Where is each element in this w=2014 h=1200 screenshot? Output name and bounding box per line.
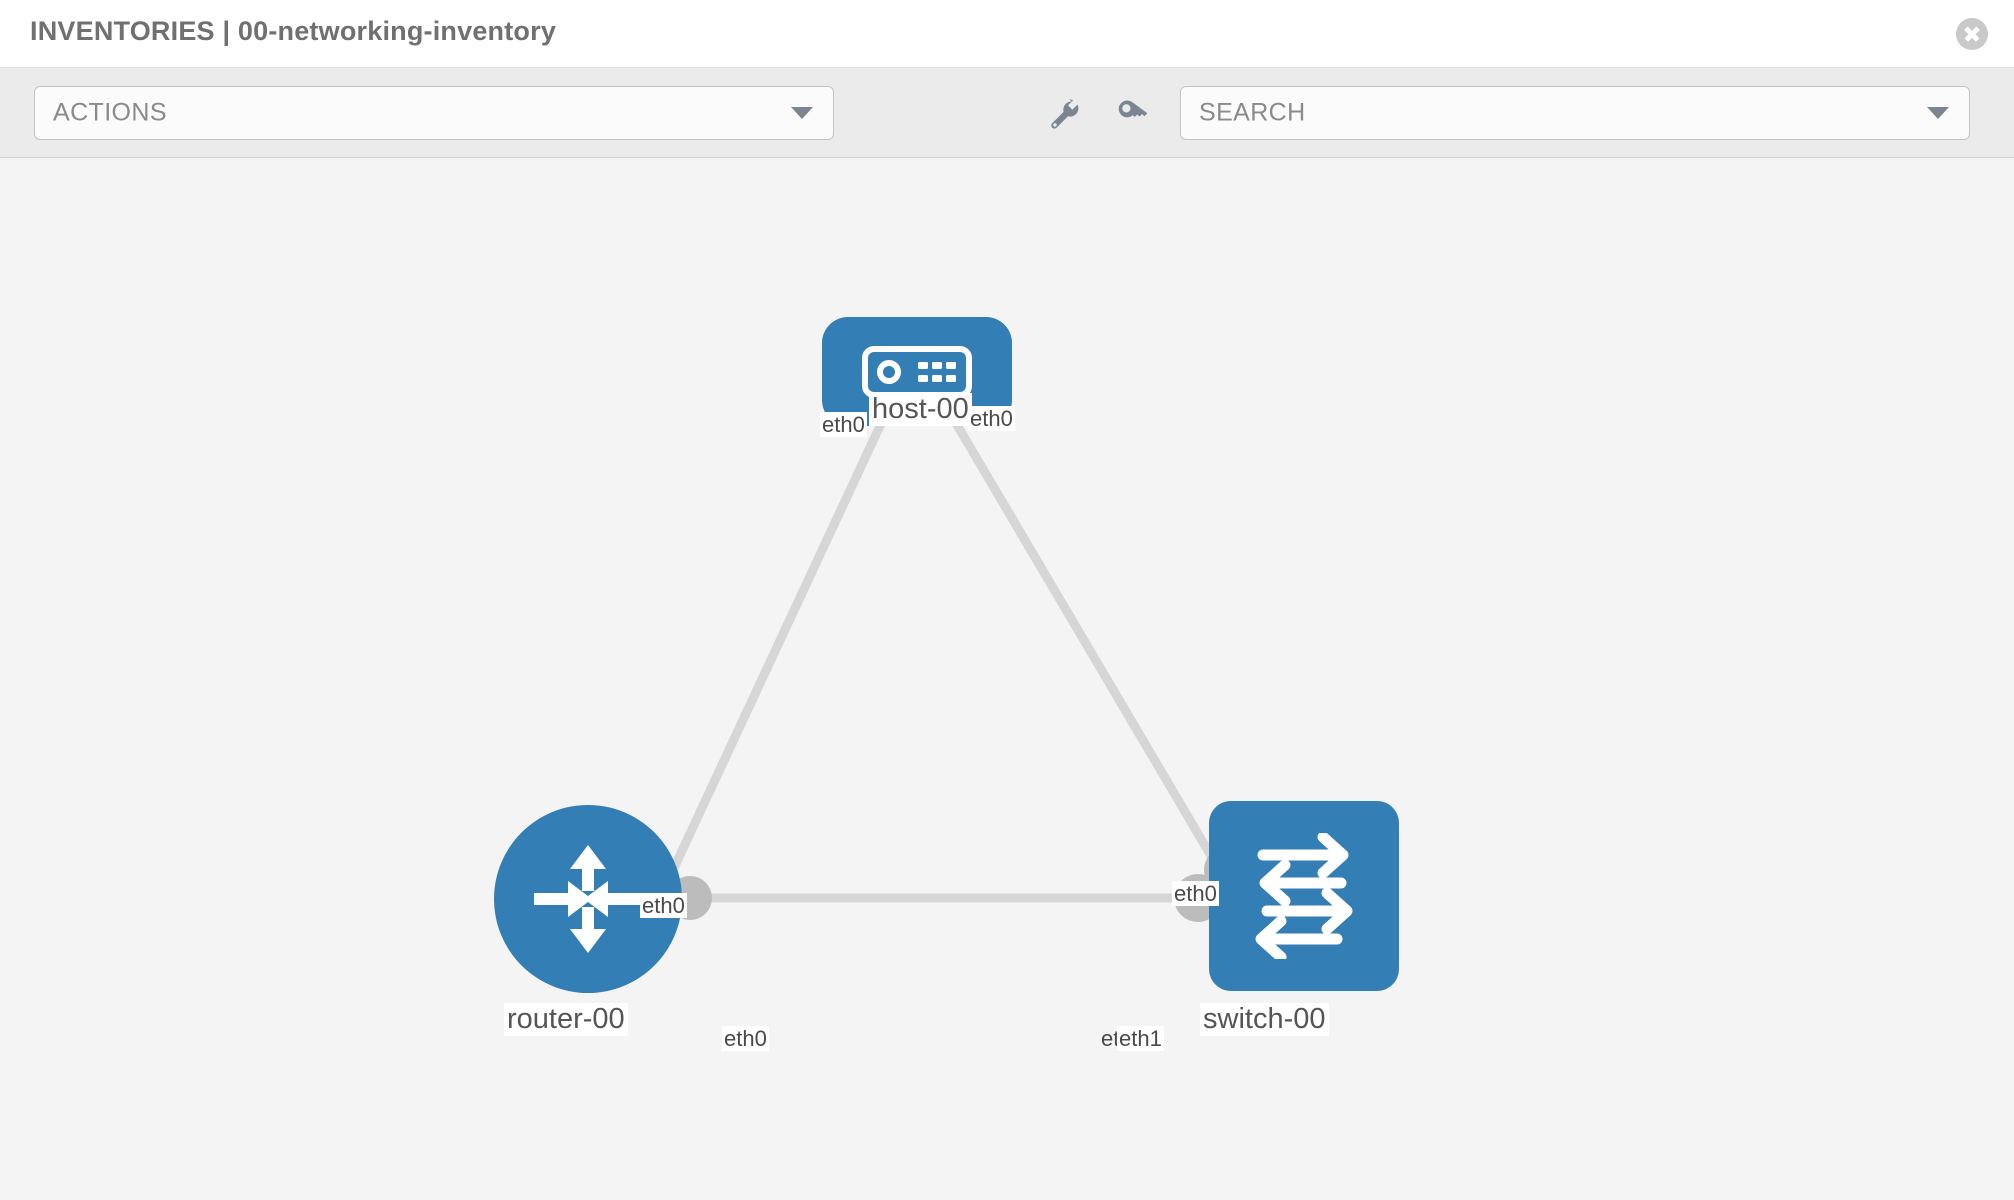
link-host-router	[655, 411, 891, 900]
page-header: INVENTORIES | 00-networking-inventory	[0, 0, 2014, 68]
edge-label-host-left: eth0	[820, 412, 867, 438]
chevron-down-icon	[791, 107, 813, 119]
link-host-switch	[946, 410, 1234, 891]
router-four-arrows-icon	[534, 845, 642, 953]
wrench-icon[interactable]	[1046, 96, 1082, 132]
node-label-switch-00: switch-00	[1200, 1003, 1329, 1036]
edge-label-router-up: eth0	[640, 893, 687, 919]
close-icon[interactable]	[1956, 18, 1988, 50]
chevron-down-icon[interactable]	[1927, 107, 1949, 119]
edge-label-router-right: eth0	[722, 1026, 769, 1052]
toolbar: ACTIONS SEARCH	[0, 68, 2014, 158]
edge-label-host-right: eth0	[968, 406, 1015, 432]
page-title: INVENTORIES | 00-networking-inventory	[30, 16, 557, 46]
search-input-placeholder: SEARCH	[1199, 98, 1306, 127]
actions-dropdown-label: ACTIONS	[53, 98, 167, 127]
node-label-router-00: router-00	[504, 1003, 628, 1036]
topology-node-switch-00[interactable]	[1209, 801, 1399, 991]
actions-dropdown[interactable]: ACTIONS	[34, 86, 834, 140]
topology-graph	[655, 323, 1252, 922]
key-icon[interactable]	[1114, 96, 1150, 132]
node-label-host-00: host-00	[869, 393, 972, 426]
switch-exchange-arrows-icon	[1255, 833, 1353, 959]
topology-canvas[interactable]: host-00 eth0 eth0 router-00 eth0 eth0	[0, 158, 2014, 1200]
edge-label-switch-left-b: eth1	[1117, 1026, 1164, 1052]
edge-label-switch-up: eth0	[1172, 881, 1219, 907]
server-device-icon	[862, 345, 972, 398]
search-input[interactable]: SEARCH	[1180, 86, 1970, 140]
